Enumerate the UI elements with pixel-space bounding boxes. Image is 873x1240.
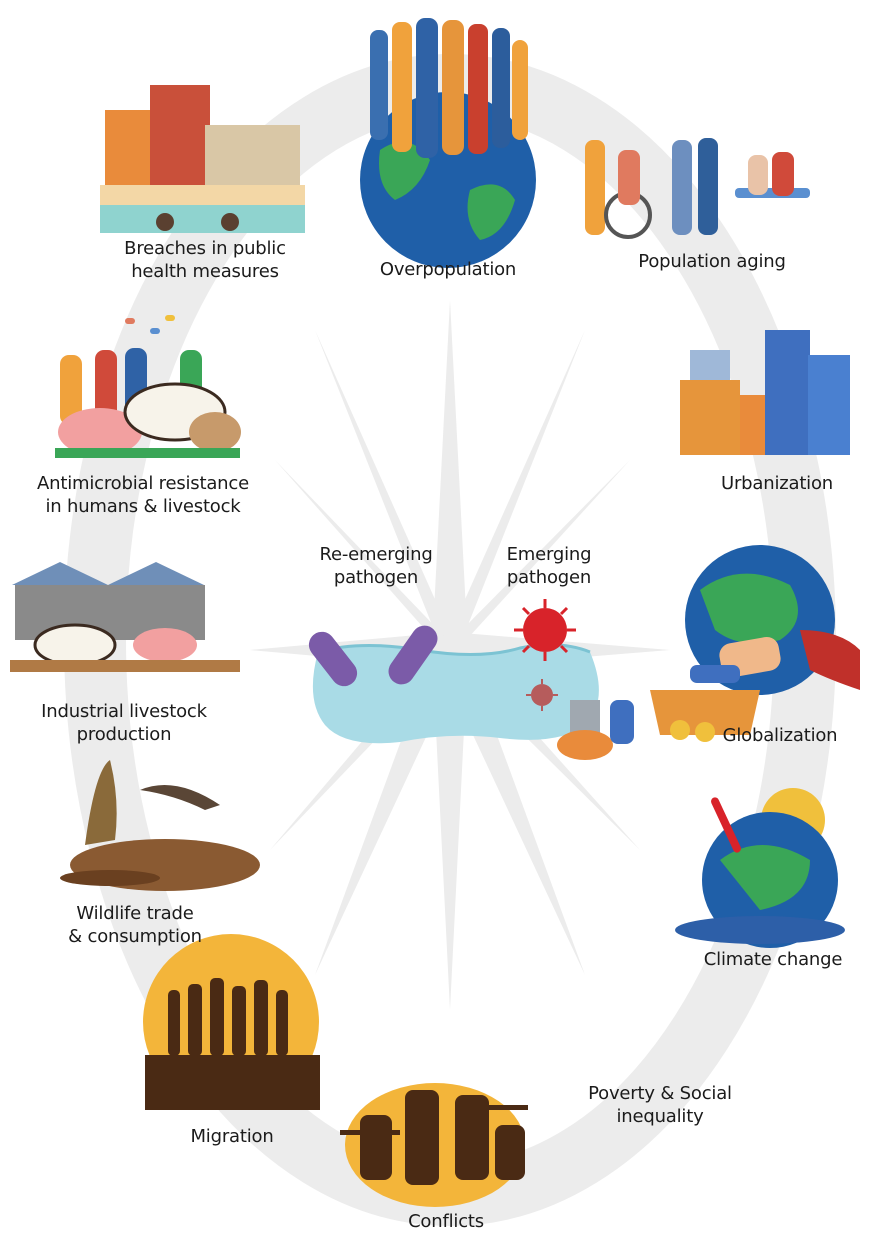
antimicrobial-line-2: in humans & livestock (45, 496, 241, 517)
migration-illustration (143, 934, 320, 1110)
label-globalization: Globalization (723, 724, 838, 747)
crowd (370, 18, 528, 158)
reemerging-line-1: Re-emerging (319, 544, 433, 565)
poverty-line-1: Poverty & Social (588, 1083, 732, 1104)
virus-submerged (526, 679, 558, 711)
breaches-line-1: Breaches in public (124, 238, 286, 259)
population-aging-illustration (585, 138, 810, 239)
label-industrial-livestock: Industrial livestock production (41, 700, 207, 746)
label-antimicrobial: Antimicrobial resistance in humans & liv… (37, 472, 249, 518)
wildlife-line-1: Wildlife trade (76, 903, 194, 924)
urbanization-illustration (680, 330, 850, 455)
ray-nw (315, 330, 462, 660)
poverty-illustration (557, 665, 760, 760)
label-population-aging: Population aging (638, 250, 786, 273)
label-poverty: Poverty & Social inequality (588, 1082, 732, 1128)
emerging-line-2: pathogen (506, 567, 592, 588)
label-overpopulation: Overpopulation (380, 258, 516, 281)
land (379, 142, 515, 240)
industrial-livestock-line-1: Industrial livestock (41, 701, 207, 722)
conflicts-illustration (340, 1083, 528, 1207)
virus-top (514, 599, 576, 661)
ray-wnw (275, 460, 452, 660)
breaches-line-2: health measures (131, 261, 279, 282)
industrial-livestock-line-2: production (76, 724, 172, 745)
urbanization-text: Urbanization (721, 473, 833, 494)
globalization-illustration (685, 545, 860, 695)
emerging-line-1: Emerging (506, 544, 592, 565)
bacteria-left (308, 631, 358, 687)
wildlife-line-2: & consumption (68, 926, 202, 947)
ray-north (432, 300, 468, 650)
bacteria-right (388, 625, 438, 685)
label-climate-change: Climate change (703, 948, 843, 971)
reemerging-pathogen-label: Re-emerging pathogen (319, 543, 432, 589)
ray-ene (448, 460, 630, 660)
population-aging-text: Population aging (638, 251, 786, 272)
pathogen-pool (308, 599, 599, 744)
antimicrobial-line-1: Antimicrobial resistance (37, 473, 249, 494)
emerging-pathogen-label: Emerging pathogen (507, 543, 592, 589)
wildlife-illustration (60, 760, 260, 891)
label-conflicts: Conflicts (408, 1210, 484, 1233)
industrial-livestock-illustration (10, 562, 240, 672)
climate-change-text: Climate change (703, 949, 843, 970)
poverty-line-2: inequality (616, 1106, 704, 1127)
conflicts-text: Conflicts (408, 1211, 484, 1232)
water-pool (312, 644, 599, 744)
antimicrobial-illustration (55, 315, 241, 458)
globalization-text: Globalization (722, 725, 838, 746)
label-breaches: Breaches in public health measures (124, 237, 286, 283)
overpopulation-text: Overpopulation (379, 259, 517, 280)
ray-ne (438, 330, 585, 660)
climate-change-illustration (675, 788, 845, 948)
overpopulation-illustration (360, 18, 536, 268)
label-urbanization: Urbanization (721, 472, 833, 495)
migration-text: Migration (190, 1126, 274, 1147)
breaches-illustration (100, 85, 305, 233)
label-wildlife: Wildlife trade & consumption (68, 902, 202, 948)
reemerging-line-2: pathogen (333, 567, 419, 588)
label-migration: Migration (190, 1125, 273, 1148)
ray-south (432, 650, 468, 1010)
